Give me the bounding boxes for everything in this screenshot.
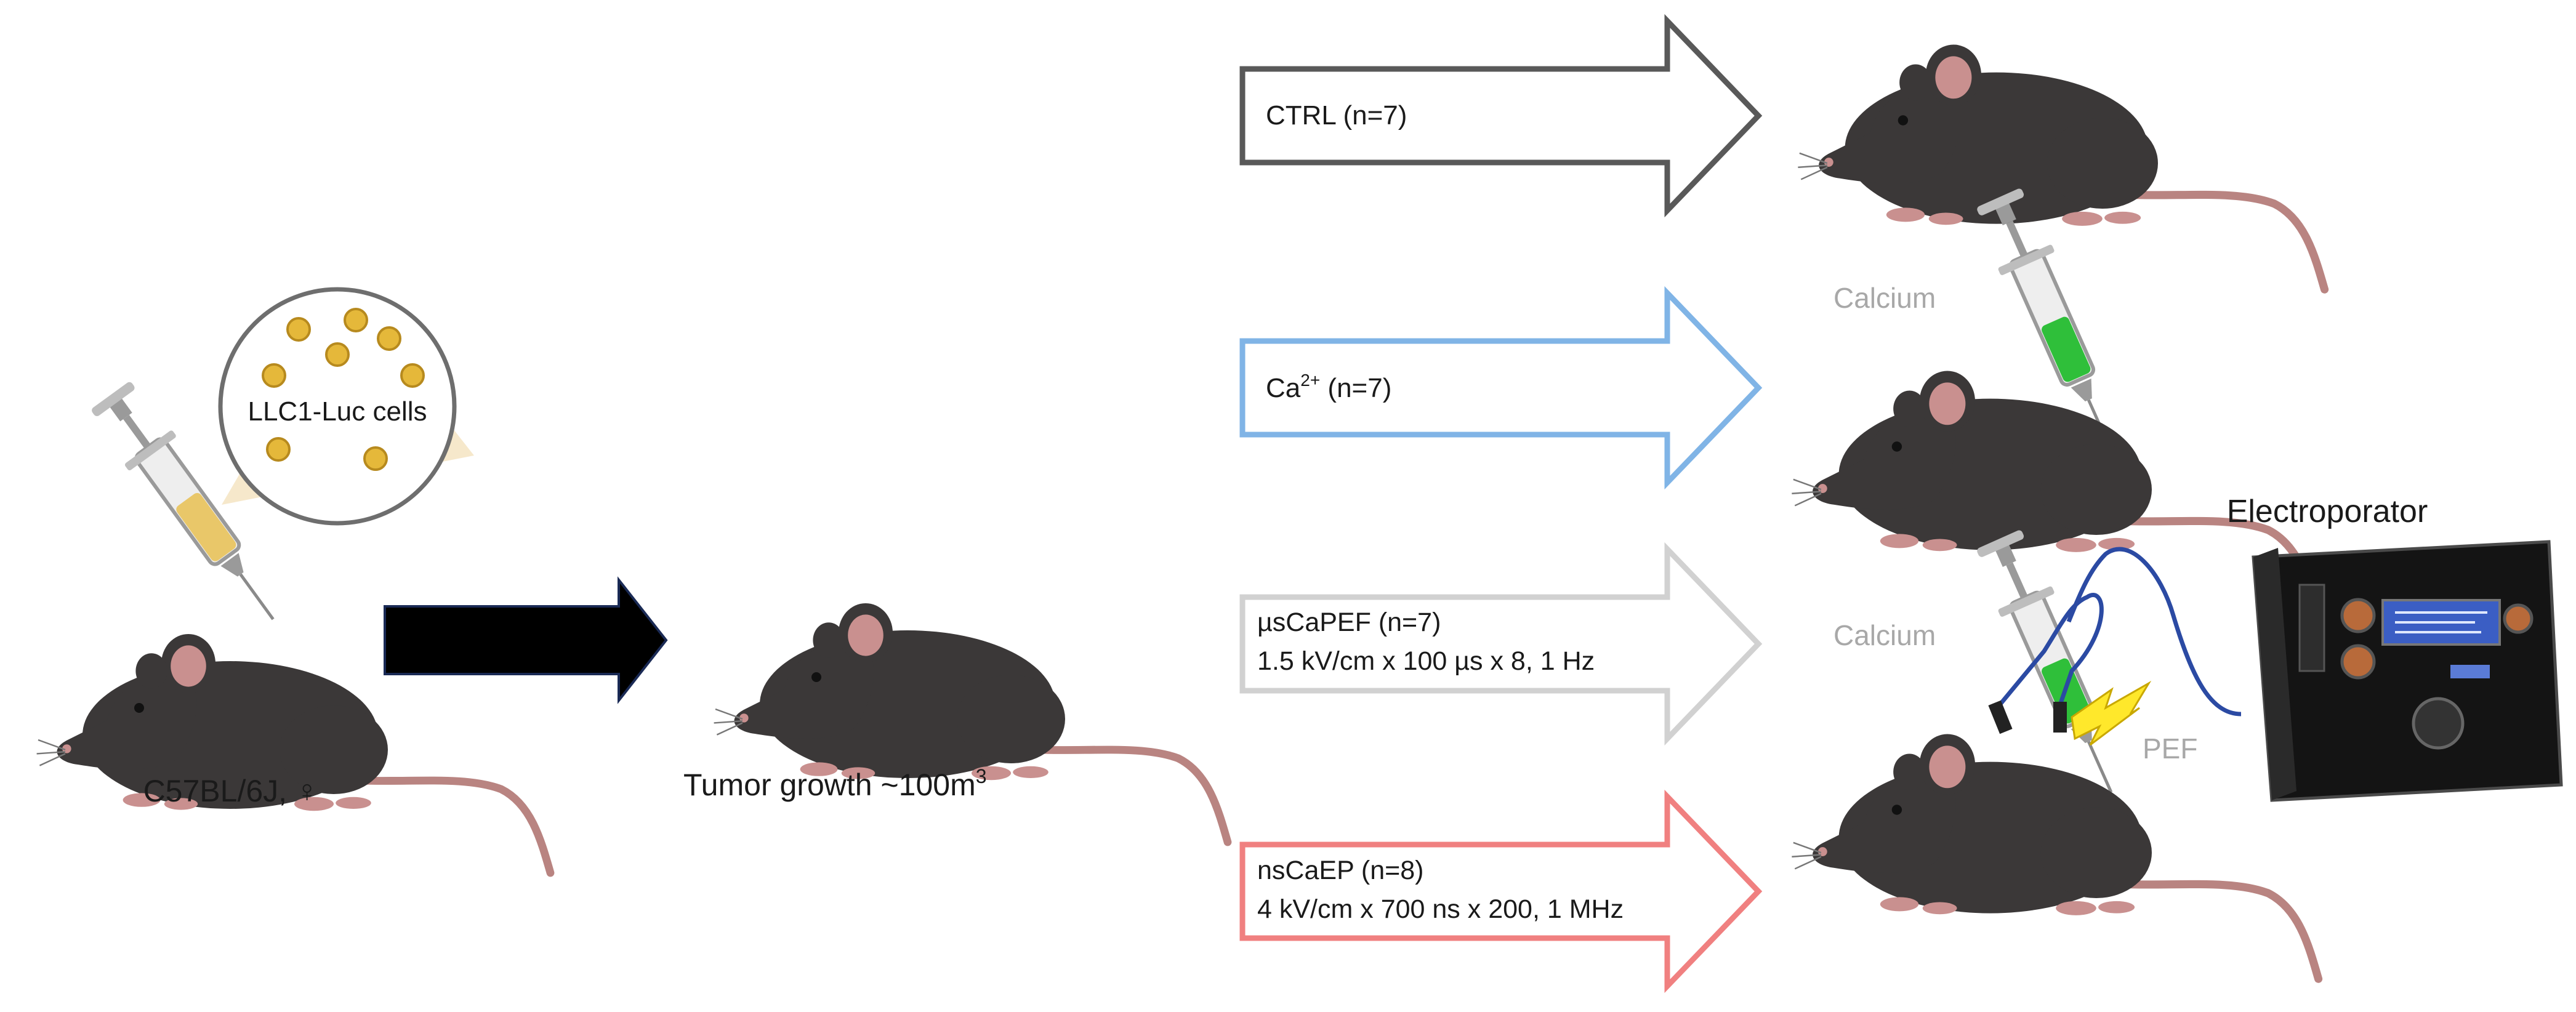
electrode-wire-2 xyxy=(2066,547,2242,717)
calcium-label-2: Calcium xyxy=(1833,619,1936,651)
group-arrow-nscaep: nsCaEP (n=8) 4 kV/cm x 700 ns x 200, 1 M… xyxy=(1239,789,1763,994)
calcium-label-1: Calcium xyxy=(1833,282,1936,314)
group-arrow-uscapef: µsCaPEF (n=7) 1.5 kV/cm x 100 µs x 8, 1 … xyxy=(1239,542,1763,746)
group-label-uscapef: µsCaPEF (n=7) xyxy=(1257,608,1441,637)
pef-bolt-icon xyxy=(2071,680,2152,746)
cell-dots xyxy=(262,308,425,471)
group-protocol-uscapef: 1.5 kV/cm x 100 µs x 8, 1 Hz xyxy=(1257,646,1595,676)
group-protocol-nscaep: 4 kV/cm x 700 ns x 200, 1 MHz xyxy=(1257,894,1624,924)
tumor-mouse xyxy=(714,603,1228,842)
strain-label: C57BL/6J, ♀ xyxy=(143,774,319,808)
electrode-tip-2 xyxy=(2053,702,2067,733)
cell-syringe xyxy=(86,378,297,637)
pef-mouse-group: Calcium PEF xyxy=(1792,527,2318,979)
electroporator-device: Electroporator xyxy=(2227,494,2563,802)
pef-mouse xyxy=(1792,734,2318,979)
group-arrow-ca: Ca2+ (n=7) xyxy=(1239,286,1763,490)
electrode-wire-1 xyxy=(1998,593,2104,708)
main-arrow xyxy=(384,576,668,704)
group-label-ca: Ca2+ (n=7) xyxy=(1266,371,1391,403)
ctrl-mouse xyxy=(1798,45,2324,290)
growth-label: Tumor growth ~100m3 xyxy=(683,765,987,802)
calcium-syringe-1 xyxy=(1971,185,2138,462)
group-arrow-ctrl: CTRL (n=7) xyxy=(1239,14,1763,218)
ca-mouse-group: Calcium xyxy=(1792,185,2318,616)
group-label-ctrl: CTRL (n=7) xyxy=(1266,100,1407,131)
cells-label: LLC1-Luc cells xyxy=(248,396,427,427)
pef-label: PEF xyxy=(2143,733,2197,765)
electroporator-label: Electroporator xyxy=(2227,494,2428,529)
electrode-tip-1 xyxy=(1988,700,2013,734)
group-label-nscaep: nsCaEP (n=8) xyxy=(1257,856,1424,885)
start-section: LLC1-Luc cells C57BL/6J, ♀ xyxy=(37,287,550,873)
